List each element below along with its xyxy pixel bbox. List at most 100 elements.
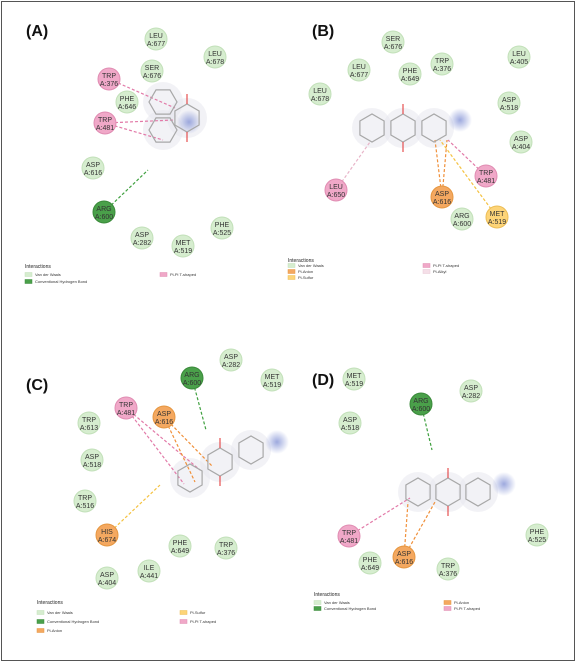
legend-swatch xyxy=(287,263,296,268)
legend-swatch xyxy=(179,610,188,615)
residue-id: A:525 xyxy=(213,230,231,237)
residue-name: SER xyxy=(386,36,400,43)
interaction-line-c-0 xyxy=(191,377,207,431)
residue-name: ILE xyxy=(144,565,155,572)
legend-title-b: Interactions xyxy=(288,258,314,264)
residue-name: ARG xyxy=(454,213,469,220)
residue-id: A:613 xyxy=(80,425,98,432)
residue-circle xyxy=(203,45,227,69)
legend-label: Pi-Alkyl xyxy=(433,269,446,274)
residue-circle xyxy=(114,396,138,420)
legend-label: Conventional Hydrogen Bond xyxy=(47,619,99,624)
residue-name: LEU xyxy=(352,64,366,71)
legend-label: Pi-Sulfur xyxy=(190,610,206,615)
legend-item-b-pi_anion: Pi-Anion xyxy=(287,269,313,274)
residue-name: LEU xyxy=(329,184,343,191)
residue-name: TRP xyxy=(119,402,133,409)
residue-name: TRP xyxy=(78,495,92,502)
residue-id: A:481 xyxy=(340,538,358,545)
pocket-halo-layer xyxy=(143,82,516,512)
residue-id: A:616 xyxy=(433,199,451,206)
residue-circle xyxy=(507,45,531,69)
ligand-ring-b-0 xyxy=(359,113,385,143)
residue-name: LEU xyxy=(313,88,327,95)
interaction-line-b-2 xyxy=(434,139,443,198)
ligand-halo-d-2 xyxy=(458,472,498,512)
residue-circle xyxy=(342,367,366,391)
panel-label-a: (A) xyxy=(26,23,48,40)
legend-swatch xyxy=(36,610,45,615)
residues-layer: LEUA:677LEUA:678TRPA:376SERA:676PHEA:646… xyxy=(73,27,549,590)
residue-id: A:600 xyxy=(95,214,113,221)
legend-swatch xyxy=(36,619,45,624)
residue-name: TRP xyxy=(98,117,112,124)
legend-label: Van der Waals xyxy=(35,272,61,277)
ligand-ring-d-2 xyxy=(465,477,491,507)
ligand-halo-c-1 xyxy=(200,442,240,482)
residue-name: PHE xyxy=(215,222,230,229)
legend-title-a: Interactions xyxy=(25,264,51,270)
residue-circle xyxy=(180,366,204,390)
legend-item-c-hbond: Conventional Hydrogen Bond xyxy=(36,619,99,624)
residue-id: A:282 xyxy=(462,393,480,400)
legend-item-a-vdw: Van der Waals xyxy=(24,272,61,277)
residue-name: ASP xyxy=(100,572,114,579)
residue-circle xyxy=(474,164,498,188)
ligand-ring-c-0 xyxy=(177,463,203,493)
residue-circle xyxy=(140,59,164,83)
residue-name: TRP xyxy=(479,170,493,177)
residue-id: A:405 xyxy=(510,59,528,66)
residue-id: A:519 xyxy=(488,219,506,226)
residue-id: A:677 xyxy=(147,41,165,48)
residue-name: TRP xyxy=(435,58,449,65)
legend-label: Pi-Anion xyxy=(298,269,313,274)
residue-id: A:649 xyxy=(171,548,189,555)
panel-label-c: (C) xyxy=(26,377,48,394)
residue-circle xyxy=(525,523,549,547)
interaction-line-b-3 xyxy=(441,139,448,198)
residue-id: A:404 xyxy=(512,144,530,151)
residue-id: A:616 xyxy=(84,170,102,177)
residue-circle xyxy=(392,545,416,569)
residue-circle xyxy=(115,90,139,114)
interaction-line-c-2 xyxy=(125,407,185,485)
legend-title-c: Interactions xyxy=(37,600,63,606)
residue-name: ARG xyxy=(184,372,199,379)
solvent-blob-c xyxy=(265,430,289,454)
residue-name: ASP xyxy=(514,136,528,143)
residue-circle xyxy=(409,392,433,416)
residue-id: A:481 xyxy=(117,410,135,417)
legend-label: Van der Waals xyxy=(324,600,350,605)
residue-name: ASP xyxy=(85,454,99,461)
residue-circle xyxy=(93,111,117,135)
legend-swatch xyxy=(24,279,33,284)
ligand-ring-a-0 xyxy=(148,89,178,115)
residue-circle xyxy=(92,200,116,224)
residue-id: A:649 xyxy=(401,76,419,83)
ligand-layer xyxy=(148,89,491,516)
residue-name: PHE xyxy=(173,540,188,547)
legend-item-a-pipi: Pi-Pi T-shaped xyxy=(159,272,196,277)
interaction-line-d-1 xyxy=(348,497,411,537)
